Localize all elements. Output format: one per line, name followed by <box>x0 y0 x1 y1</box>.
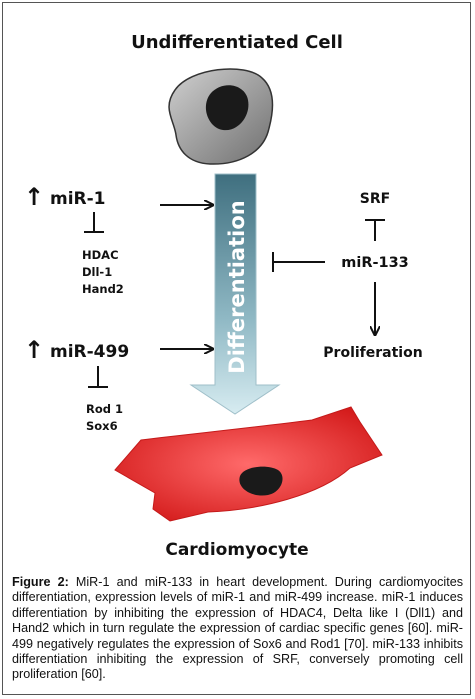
srf-inhibition-bar <box>365 219 385 241</box>
cardiomyocyte-label: Cardiomyocyte <box>165 540 308 560</box>
mir499-up-arrow: ↑ <box>24 336 44 364</box>
differentiation-label: Differentiation <box>225 200 249 373</box>
mir499-label: miR-499 <box>50 342 129 362</box>
proliferation-label: Proliferation <box>323 345 422 361</box>
diagram-title: Undifferentiated Cell <box>131 32 343 53</box>
cardiomyocyte-cell <box>114 406 383 522</box>
cardiomyocyte-nucleus <box>239 466 283 496</box>
mir499-target-rod1: Rod 1 <box>86 402 123 416</box>
mir1-target-hand2: Hand2 <box>82 282 124 296</box>
mir499-target-sox6: Sox6 <box>86 419 118 433</box>
mir133-label: miR-133 <box>341 255 409 271</box>
mir1-target-dll1: Dll-1 <box>82 265 112 279</box>
mir499-inhibition-bar <box>88 366 108 388</box>
cell-nucleus <box>205 85 249 131</box>
caption-prefix: Figure 2: <box>12 575 69 589</box>
differentiation-arrow: Differentiation <box>189 173 281 415</box>
mir1-label: miR-1 <box>50 189 106 209</box>
diagram: Undifferentiated Cell Differentiation ↑ … <box>24 32 423 560</box>
mir1-up-arrow: ↑ <box>24 183 44 211</box>
srf-label: SRF <box>360 191 390 207</box>
mir1-inhibition-bar <box>84 212 104 233</box>
undifferentiated-cell <box>168 68 274 165</box>
mir1-target-hdac: HDAC <box>82 248 119 262</box>
caption-text: MiR-1 and miR-133 in heart development. … <box>12 575 463 682</box>
figure-caption: Figure 2: MiR-1 and miR-133 in heart dev… <box>12 575 463 683</box>
mir133-inhibition-line <box>272 252 325 272</box>
